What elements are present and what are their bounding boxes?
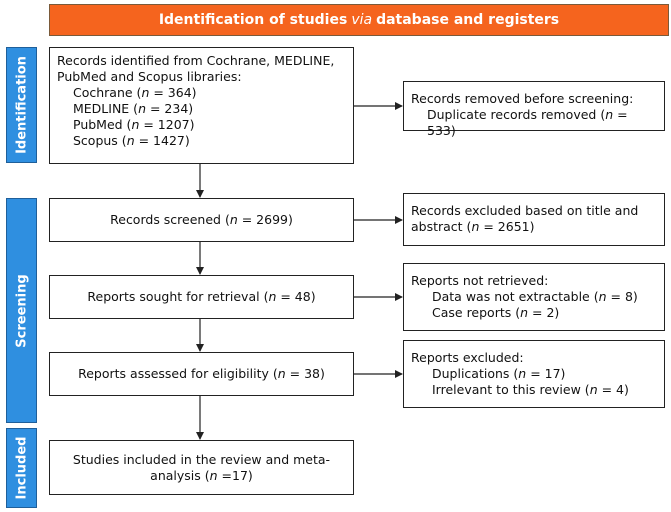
phase-included: Included [6,428,37,508]
reports-sought-box: Reports sought for retrieval (n = 48) [49,275,354,319]
duplicates-removed: Duplicate records removed (n = 533) [427,107,628,138]
reports-excluded-box: Reports excluded: Duplications (n = 17) … [403,340,665,408]
records-identified-title-2: PubMed and Scopus libraries: [57,69,242,84]
reports-sought-text: Reports sought for retrieval (n = 48) [87,289,316,304]
source-scopus: Scopus (n = 1427) [73,133,190,148]
records-screened-box: Records screened (n = 2699) [49,198,354,242]
duplications: Duplications (n = 17) [432,366,566,381]
studies-included-box: Studies included in the review and meta-… [49,440,354,495]
irrelevant: Irrelevant to this review (n = 4) [432,382,629,397]
phase-screening: Screening [6,198,37,423]
records-excluded-line2: abstract (n = 2651) [411,219,535,234]
studies-included-text: Studies included in the review and meta-… [72,451,331,483]
reports-not-retrieved-box: Reports not retrieved: Data was not extr… [403,263,665,331]
records-screened-text: Records screened (n = 2699) [110,212,293,227]
records-identified-title-1: Records identified from Cochrane, MEDLIN… [57,53,335,68]
records-excluded-box: Records excluded based on title and abst… [403,193,665,246]
reports-eligibility-text: Reports assessed for eligibility (n = 38… [78,366,325,381]
records-excluded-line1: Records excluded based on title and [411,203,639,218]
header-text-post: database and registers [376,12,560,28]
not-extractable: Data was not extractable (n = 8) [432,289,638,304]
source-medline: MEDLINE (n = 234) [73,101,194,116]
header-text-pre: Identification of studies [158,12,348,28]
records-removed-title: Records removed before screening: [411,91,634,106]
records-removed-box: Records removed before screening: Duplic… [403,81,665,138]
case-reports: Case reports (n = 2) [432,305,560,320]
source-pubmed: PubMed (n = 1207) [73,117,195,132]
source-cochrane: Cochrane (n = 364) [73,85,197,100]
records-identified-box: Records identified from Cochrane, MEDLIN… [49,47,354,164]
reports-eligibility-box: Reports assessed for eligibility (n = 38… [49,352,354,396]
header-text-italic: via [351,12,373,28]
phase-identification: Identification [6,47,37,163]
reports-not-retrieved-title: Reports not retrieved: [411,273,549,288]
reports-excluded-title: Reports excluded: [411,350,524,365]
